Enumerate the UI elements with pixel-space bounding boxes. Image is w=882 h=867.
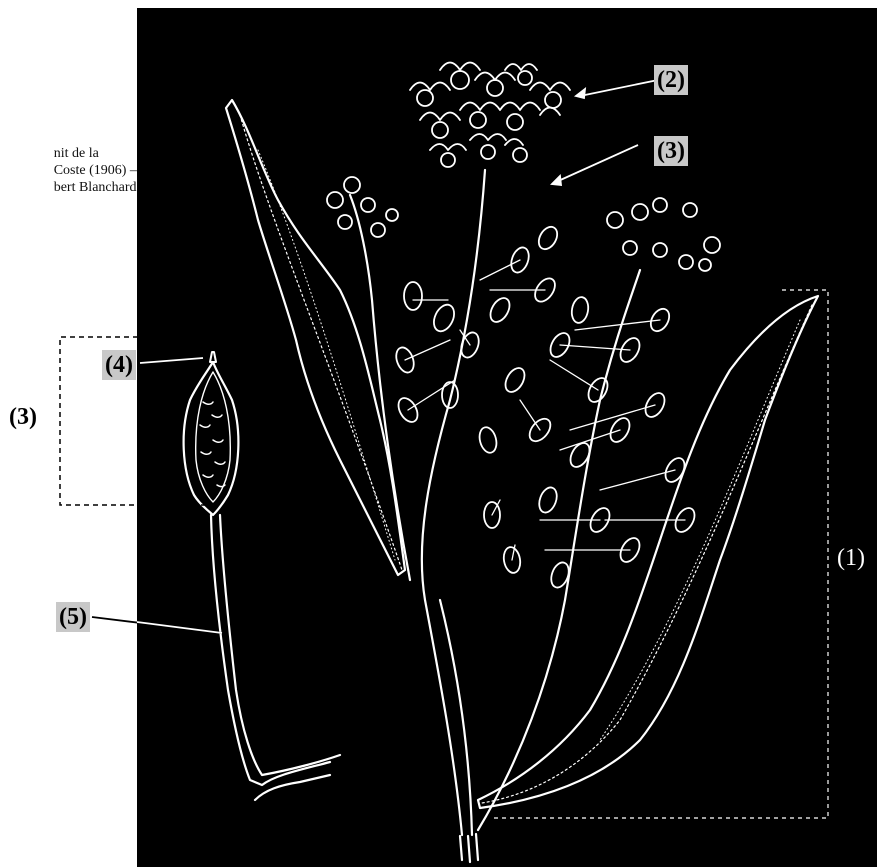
label-fruit-detail: (3) xyxy=(6,402,40,432)
label-flowers: (2) xyxy=(654,65,688,95)
label-leaf: (1) xyxy=(834,543,868,573)
label-pedicel: (5) xyxy=(56,602,90,632)
label-fruit: (3) xyxy=(654,136,688,166)
black-panel xyxy=(137,8,877,867)
label-beak: (4) xyxy=(102,350,136,380)
